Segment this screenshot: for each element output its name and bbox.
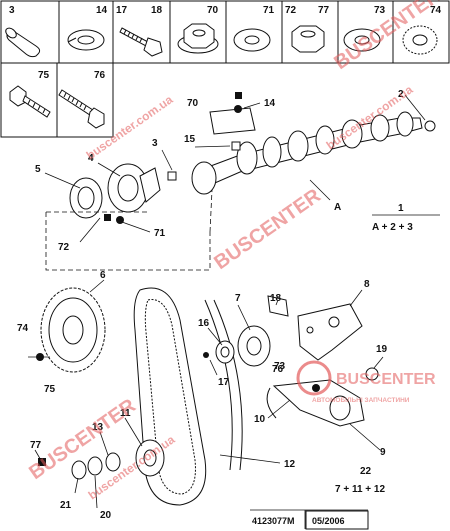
callout-16: 16 xyxy=(198,318,210,329)
callout-2: 2 xyxy=(398,89,404,100)
cell-label-70: 70 xyxy=(207,5,219,16)
callout-A: A xyxy=(334,202,341,213)
callout-11: 11 xyxy=(120,408,131,419)
cell-label-76: 76 xyxy=(94,70,106,81)
dowel-pin-icon xyxy=(5,27,41,58)
logo-subtitle-text: АВТОМОБІЛЬНІ ЗАПЧАСТИНИ xyxy=(312,397,410,404)
callout-10: 10 xyxy=(254,414,266,425)
callout-72: 72 xyxy=(58,242,70,253)
cell-label-17: 17 xyxy=(116,5,128,16)
callout-19: 19 xyxy=(376,344,388,355)
callout-13: 13 xyxy=(92,422,104,433)
cell-label-73: 73 xyxy=(374,5,386,16)
callout-20: 20 xyxy=(100,510,112,521)
kit-formula-numerator: 1 xyxy=(398,203,404,214)
callout-7: 7 xyxy=(235,293,241,304)
footer-reference: 4123077M xyxy=(252,516,295,526)
cell-label-72: 72 xyxy=(285,5,297,16)
flat-washer-icon xyxy=(233,28,271,52)
cell-label-18: 18 xyxy=(151,5,163,16)
callout-21: 21 xyxy=(60,500,72,511)
cell-label-77: 77 xyxy=(318,5,330,16)
callout-70: 70 xyxy=(187,98,199,109)
callout-18: 18 xyxy=(270,293,282,304)
callout-74: 74 xyxy=(17,323,29,334)
split-washer-icon xyxy=(67,29,105,51)
callout-8: 8 xyxy=(364,279,370,290)
cell-label-75: 75 xyxy=(38,70,50,81)
kit-formula-denominator: A + 2 + 3 xyxy=(372,222,413,233)
logo-brand-text: BUSCENTER xyxy=(336,371,436,388)
callout-3: 3 xyxy=(152,138,158,149)
cell-label-74: 74 xyxy=(430,5,442,16)
callout-14: 14 xyxy=(264,98,276,109)
callout-15: 15 xyxy=(184,134,196,145)
callout-73: 73 xyxy=(274,361,286,372)
callout-76: 76 xyxy=(272,364,284,375)
footer-date: 05/2006 xyxy=(312,516,345,526)
cell-label-14: 14 xyxy=(96,5,108,16)
cell-label-71: 71 xyxy=(263,5,275,16)
buscenter-logo: BUSCENTER АВТОМОБІЛЬНІ ЗАПЧАСТИНИ xyxy=(296,360,436,404)
callout-77: 77 xyxy=(30,440,42,451)
long-bolt-icon xyxy=(58,89,105,129)
flange-nut-icon xyxy=(177,23,219,54)
callout-71: 71 xyxy=(154,228,166,239)
camshaft-drawing xyxy=(191,92,436,195)
crank-sprocket-drawing xyxy=(28,287,106,373)
callout-9: 9 xyxy=(380,447,386,458)
camshaft-hub-drawing xyxy=(69,163,177,224)
belt-guide-drawing xyxy=(266,367,379,427)
footer: 4123077M 05/2006 xyxy=(250,509,369,530)
callout-5: 5 xyxy=(35,164,41,175)
tensioner-drawing xyxy=(203,295,363,367)
header-grid xyxy=(0,0,450,138)
cell-label-3: 3 xyxy=(9,5,15,16)
callout-17: 17 xyxy=(218,377,230,388)
callout-6: 6 xyxy=(100,270,106,281)
kit-formula-bottom: 7 + 11 + 12 xyxy=(335,484,385,495)
callout-4: 4 xyxy=(88,153,94,164)
assembly-dashed-lines xyxy=(45,189,213,271)
callout-22: 22 xyxy=(360,466,372,477)
bolt-icon xyxy=(119,27,163,57)
watermark-layer: BUSCENTER buscenter.com.ua buscenter.com… xyxy=(25,0,445,502)
hex-bolt-icon xyxy=(9,85,51,118)
nut-icon xyxy=(291,25,325,53)
callout-12: 12 xyxy=(284,459,296,470)
toothed-washer-icon xyxy=(402,25,438,55)
callout-75: 75 xyxy=(44,384,56,395)
watermark-brand-center: BUSCENTER xyxy=(210,184,325,274)
leader-lines xyxy=(34,94,440,509)
plain-washer-icon xyxy=(343,28,381,52)
